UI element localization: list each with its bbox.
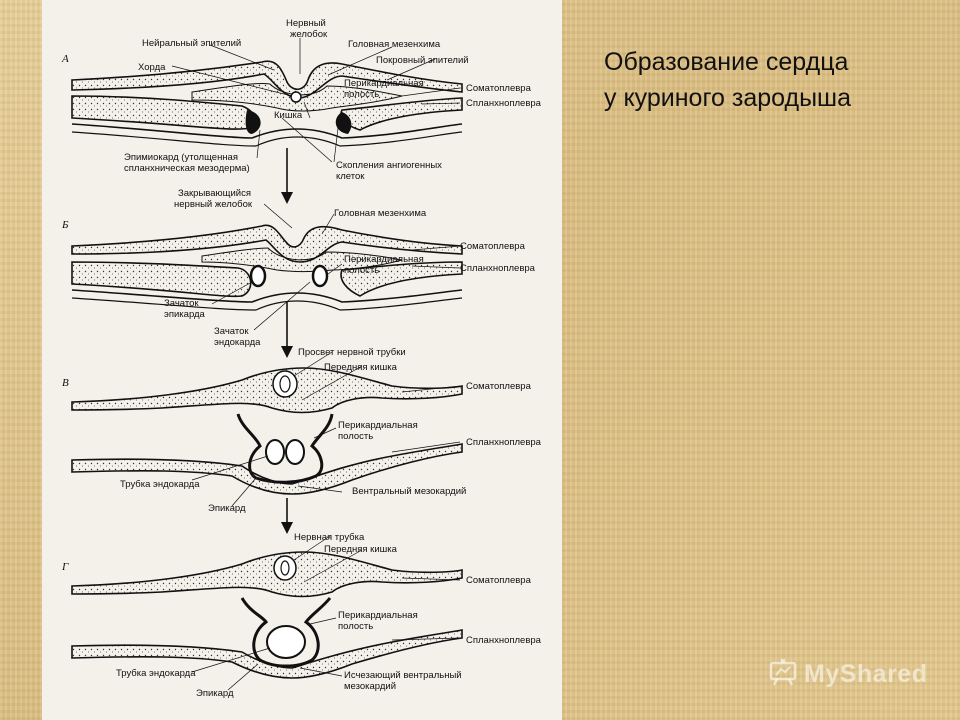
label-ischezayushchiy-1: Исчезающий вентральный xyxy=(344,670,462,681)
stage-label-b: Б xyxy=(61,219,69,231)
label-neiralny-epiteliy: Нейральный эпителий xyxy=(142,38,241,49)
label-skopleniya-2: клеток xyxy=(336,171,365,182)
label-nervnaya-trubka: Нервная трубка xyxy=(294,532,365,543)
label-perikardialnaya-b-2: полость xyxy=(344,265,379,276)
label-splanhnopleura-v: Спланхноплевра xyxy=(466,437,542,448)
arrow-b-to-v xyxy=(281,302,293,358)
slide-title-line-1: Образование сердца xyxy=(604,48,849,76)
label-nervny-zhelobok-2: желобок xyxy=(290,29,328,40)
label-trubka-endokarda-g: Трубка эндокарда xyxy=(116,668,196,679)
stage-b-section xyxy=(71,203,463,331)
embryo-diagram: А Б В Г Нервный желобок Нейральный эпите… xyxy=(42,0,562,720)
label-ischezayushchiy-2: мезокардий xyxy=(344,681,396,692)
label-perikardialnaya-g-1: Перикардиальная xyxy=(338,610,418,621)
label-epimiokard-1: Эпимиокард (утолщенная xyxy=(124,152,238,163)
label-zakryvayushchiysya-1: Закрывающийся xyxy=(178,188,251,199)
label-perikardialnaya-a-2: полость xyxy=(344,89,379,100)
label-somatopleura-a: Соматоплевра xyxy=(466,83,532,94)
label-zachatok-endokarda-2: эндокарда xyxy=(214,337,261,348)
label-perikardialnaya-v-1: Перикардиальная xyxy=(338,420,418,431)
label-perikardialnaya-g-2: полость xyxy=(338,621,373,632)
stage-label-a: А xyxy=(61,53,69,65)
label-splanhnopleura-g: Спланхноплевра xyxy=(466,635,542,646)
label-zachatok-epikarda-2: эпикарда xyxy=(164,309,206,320)
label-splanhnopleura-b: Спланхноплевра xyxy=(460,263,536,274)
label-prosvet: Просвет нервной трубки xyxy=(298,347,406,358)
label-perikardialnaya-a-1: Перикардиальная xyxy=(344,78,424,89)
label-perednyaya-kishka-v: Передняя кишка xyxy=(324,362,398,373)
presentation-board-icon xyxy=(768,657,798,692)
label-golovnaya-mezenhima-a: Головная мезенхима xyxy=(348,39,441,50)
label-skopleniya-1: Скопления ангиогенных xyxy=(336,160,442,171)
stage-label-v: В xyxy=(62,377,69,389)
slide-title: Образование сердца у куриного зародыша xyxy=(604,44,944,116)
label-zachatok-endokarda-1: Зачаток xyxy=(214,326,249,337)
label-epimiokard-2: спланхническая мезодерма) xyxy=(124,163,250,174)
label-perikardialnaya-v-2: полость xyxy=(338,431,373,442)
label-trubka-endokarda-v: Трубка эндокарда xyxy=(120,479,200,490)
stage-v-section xyxy=(71,351,463,507)
label-zachatok-epikarda-1: Зачаток xyxy=(164,298,199,309)
label-golovnaya-mezenhima-b: Головная мезенхима xyxy=(334,208,427,219)
label-somatopleura-v: Соматоплевра xyxy=(466,381,532,392)
label-pokrovny-epiteliy: Покровный эпителий xyxy=(376,55,469,66)
label-somatopleura-g: Соматоплевра xyxy=(466,575,532,586)
stage-label-g: Г xyxy=(61,561,69,573)
label-kishka: Кишка xyxy=(274,110,303,121)
label-epikard-v: Эпикард xyxy=(208,503,246,514)
label-perikardialnaya-b-1: Перикардиальная xyxy=(344,254,424,265)
arrow-v-to-g xyxy=(281,498,293,534)
label-horda: Хорда xyxy=(138,62,166,73)
stage-g-section xyxy=(71,535,463,691)
slide-title-line-2: у куриного зародыша xyxy=(604,84,852,112)
label-epikard-g: Эпикард xyxy=(196,688,234,699)
stage-a-section xyxy=(71,38,463,163)
watermark-text: MyShared xyxy=(804,659,928,688)
label-nervny-zhelobok-1: Нервный xyxy=(286,18,326,29)
arrow-a-to-b xyxy=(281,148,293,204)
label-ventralny-mezokardiy: Вентральный мезокардий xyxy=(352,486,466,497)
label-perednyaya-kishka-g: Передняя кишка xyxy=(324,544,398,555)
label-somatopleura-b: Соматоплевра xyxy=(460,241,526,252)
label-splanhnopleura-a: Спланхноплевра xyxy=(466,98,542,109)
label-zakryvayushchiysya-2: нервный желобок xyxy=(174,199,253,210)
watermark: MyShared xyxy=(768,656,927,692)
